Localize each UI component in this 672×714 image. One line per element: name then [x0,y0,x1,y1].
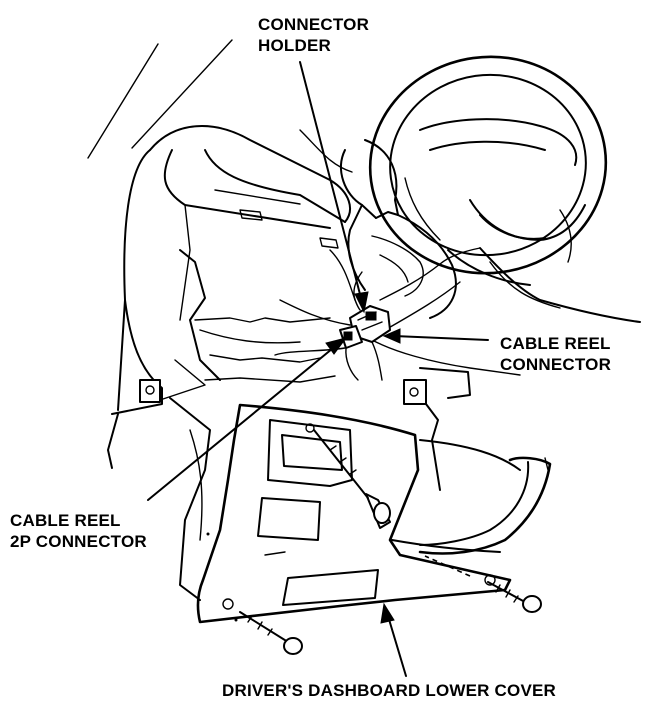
left-side-panel [107,249,221,601]
label-cable-reel-connector-line2: CONNECTOR [500,355,612,374]
label-cable-reel-connector-line1: CABLE REEL [500,334,611,353]
label-cable-reel-2p-connector: CABLE REEL 2P CONNECTOR [10,510,147,552]
leader-connector-holder [299,61,369,314]
dashboard-right [403,247,641,491]
steering-wheel [368,55,608,286]
label-cable-reel-2p-line1: CABLE REEL [10,511,121,530]
left-bracket [139,379,161,403]
label-connector-holder: CONNECTOR HOLDER [258,14,369,56]
windshield-pillar [87,39,233,159]
under-dash-wiring [194,247,521,383]
leader-lower-cover [380,602,407,677]
leader-cable-reel-connector [382,328,489,344]
screw-upper [305,423,391,529]
dashboard-upper [117,125,353,411]
label-lower-cover: DRIVER'S DASHBOARD LOWER COVER [222,680,556,701]
screw-right [424,555,542,613]
label-cable-reel-2p-line2: 2P CONNECTOR [10,532,147,551]
screw-lower [239,611,303,655]
label-cable-reel-connector: CABLE REEL CONNECTOR [500,333,611,375]
right-trim-strip [418,456,552,555]
lower-cover-panel [196,403,521,624]
label-connector-holder-line1: CONNECTOR [258,15,370,34]
leader-cable-reel-2p [147,337,348,501]
cable-reel-connector-cluster [339,271,391,381]
label-connector-holder-line2: HOLDER [258,36,331,55]
label-lower-cover-text: DRIVER'S DASHBOARD LOWER COVER [222,681,557,700]
right-bracket [403,379,427,405]
